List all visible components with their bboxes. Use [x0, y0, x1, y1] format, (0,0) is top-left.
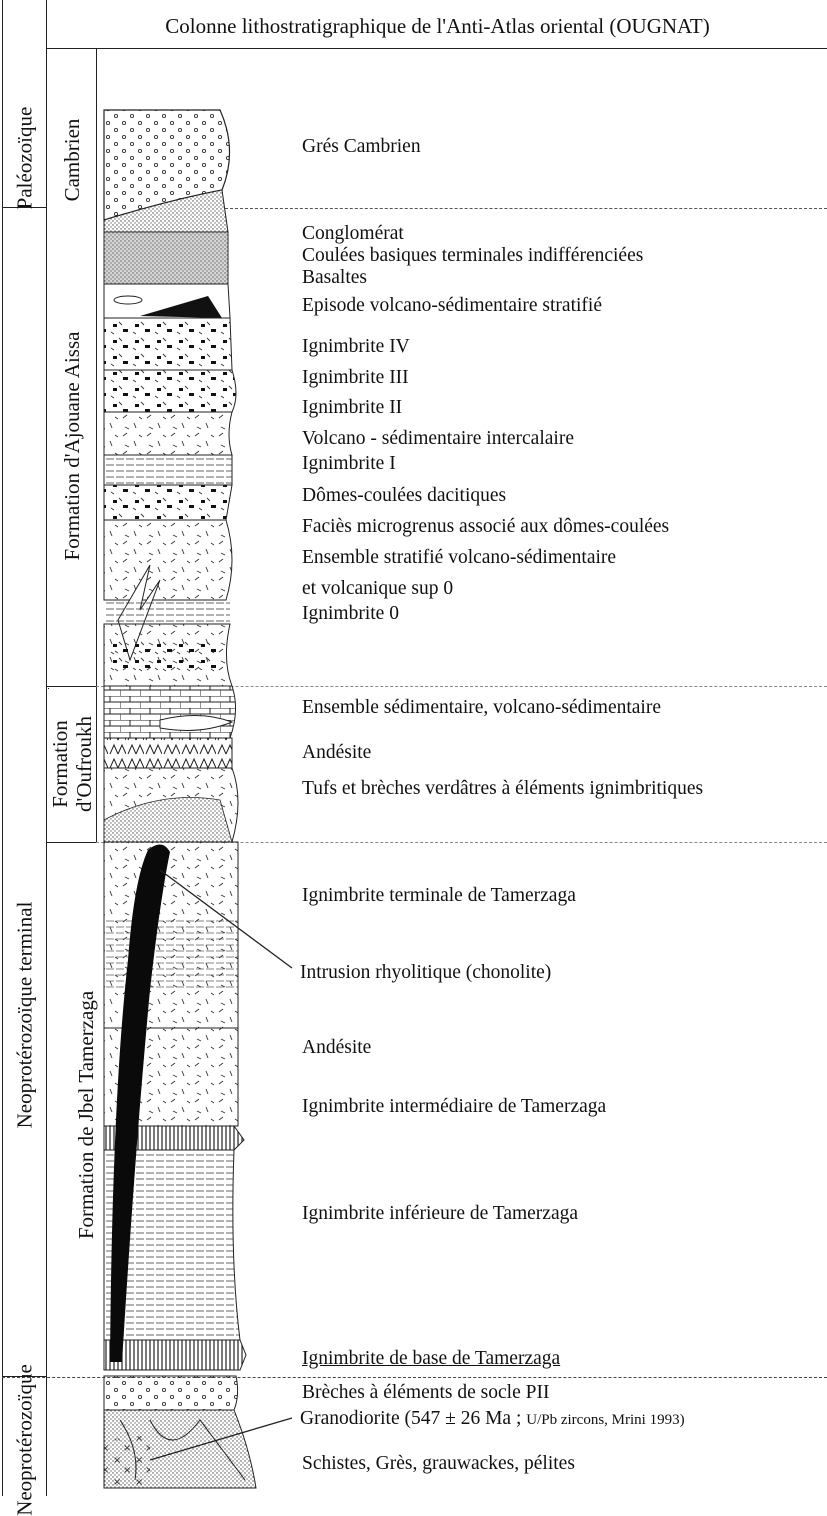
layer-ensemble-sedimentaire: [103, 685, 236, 739]
label-ignimbrite-intermediaire: Ignimbrite intermédiaire de Tamerzaga: [302, 1096, 607, 1117]
leader-granodiorite: [149, 1417, 293, 1461]
oufroukh-top-line: [46, 686, 96, 687]
layer-domes-coulees: [103, 519, 233, 601]
label-tufs-breches: Tufs et brèches verdâtres à éléments ign…: [302, 778, 704, 799]
layer-andesite-1: [103, 737, 233, 769]
label-coulees-basiques: Coulées basiques terminales indifférenci…: [302, 245, 644, 266]
boundary-tamerzaga: [96, 842, 827, 843]
boundary-cambrian: [225, 208, 827, 209]
label-facies-microgrenus: Faciès microgrenus associé aux dômes-cou…: [302, 516, 670, 537]
left-border: [2, 0, 3, 1496]
era-divider-line: [46, 0, 47, 1496]
label-ignimbrite-iii: Ignimbrite III: [302, 367, 409, 388]
label-andesite-2: Andésite: [302, 1037, 372, 1058]
label-intrusion-rhyolitique: Intrusion rhyolitique (chonolite): [300, 962, 552, 983]
layer-conglomerat: [103, 189, 229, 233]
label-ignimbrite-0: Ignimbrite 0: [302, 603, 399, 624]
layer-coulees-basiques: [103, 231, 229, 285]
label-ignimbrite-ii: Ignimbrite II: [302, 397, 403, 418]
layer-breches-socle: [103, 1375, 239, 1411]
label-basaltes: Basaltes: [302, 267, 367, 288]
label-granodiorite-ref: U/Pb zircons, Mrini 1993): [526, 1412, 685, 1428]
label-granodiorite: Granodiorite (547 ± 26 Ma ; U/Pb zircons…: [300, 1408, 685, 1431]
tamerzaga-top-line: [46, 842, 96, 843]
label-ignimbrite-base: Ignimbrite de base de Tamerzaga: [302, 1348, 561, 1369]
label-domes-coulees: Dômes-coulées dacitiques: [302, 485, 507, 506]
label-andesite-1: Andésite: [302, 742, 372, 763]
neoproterozoic-top-line: [2, 1376, 46, 1377]
label-volcanique-sup0: et volcanique sup 0: [302, 578, 454, 599]
oufroukh-side-line: [96, 686, 97, 842]
layer-ignimbrite-ii: [103, 411, 233, 456]
layer-ignimbrite-base: [103, 1339, 247, 1371]
title-underline: [46, 48, 827, 49]
label-granodiorite-main: Granodiorite (547 ± 26 Ma ;: [300, 1408, 522, 1429]
label-ignimbrite-inferieure: Ignimbrite inférieure de Tamerzaga: [302, 1203, 579, 1224]
boundary-neoproterozoic: [2, 1377, 827, 1378]
label-ensemble-sedimentaire: Ensemble sédimentaire, volcano-sédimenta…: [302, 697, 661, 718]
layer-volcano-intercalaire: [103, 454, 233, 486]
label-gres-cambrien: Grés Cambrien: [302, 136, 421, 157]
layer-ignimbrite-iii: [103, 369, 237, 413]
leader-intrusion: [159, 869, 293, 969]
layer-ignimbrite-i: [103, 484, 233, 521]
layer-ignimbrite-inferieure: [103, 1149, 241, 1341]
label-ignimbrite-iv: Ignimbrite IV: [302, 336, 410, 357]
label-breches-socle: Brèches à éléments de socle PII: [302, 1382, 550, 1403]
paleozoic-bottom-line: [2, 207, 46, 208]
label-conglomerat: Conglomérat: [302, 223, 404, 244]
formation-divider-line: [96, 48, 97, 688]
formation-divider-line-lower: [48, 688, 49, 689]
label-ignimbrite-terminale: Ignimbrite terminale de Tamerzaga: [302, 885, 576, 906]
layer-ensemble-stratifie: [104, 600, 230, 624]
layer-ignimbrite-iv: [103, 317, 233, 371]
label-ignimbrite-i: Ignimbrite I: [302, 453, 396, 474]
label-episode-volcano: Episode volcano-sédimentaire stratifié: [302, 295, 602, 316]
boundary-oufroukh: [96, 686, 827, 687]
diagram-title: Colonne lithostratigraphique de l'Anti-A…: [165, 14, 710, 38]
layer-ignimbrite-intermediaire: [103, 1125, 245, 1151]
label-schistes: Schistes, Grès, grauwackes, pélites: [302, 1453, 575, 1474]
label-ensemble-stratifie: Ensemble stratifié volcano-sédimentaire: [302, 547, 617, 568]
label-volcano-intercalaire: Volcano - sédimentaire intercalaire: [302, 428, 574, 449]
layer-intrusion-rhyolitique: [110, 844, 170, 1362]
